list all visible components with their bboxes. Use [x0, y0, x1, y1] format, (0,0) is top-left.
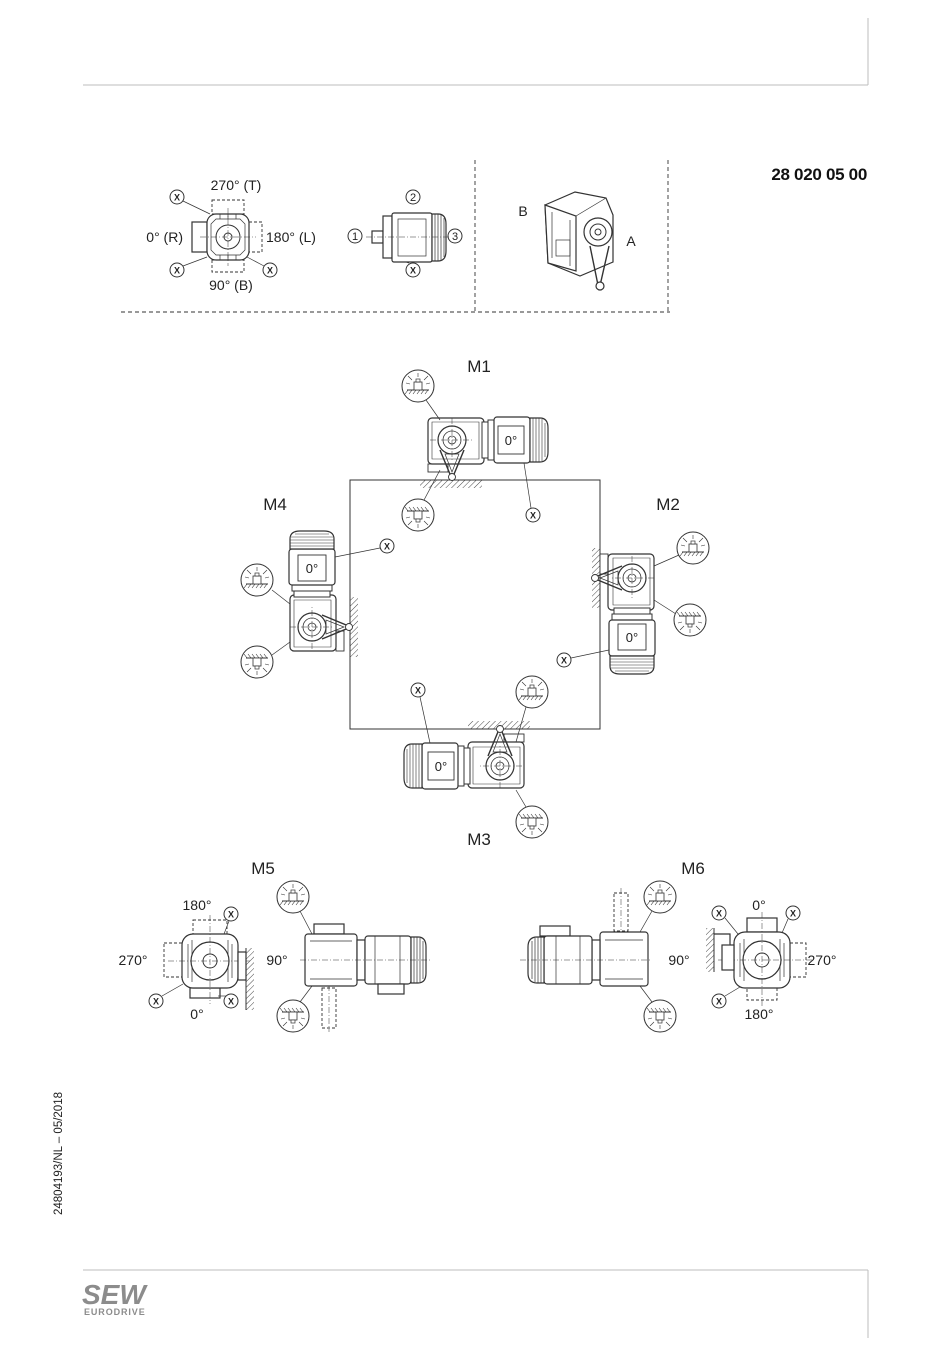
- breather-valve-icon: [241, 564, 273, 596]
- breather-valve-icon: [241, 646, 273, 678]
- mounting-position-m1: 0° M1 X: [402, 357, 548, 531]
- x-marker: X: [380, 539, 394, 553]
- gear-unit-drawing: [290, 591, 353, 651]
- mounting-position-label-m5: M5: [251, 859, 275, 878]
- terminal-box-angle: 0°: [306, 561, 318, 576]
- svg-text:3: 3: [452, 231, 458, 243]
- x-marker: X: [170, 263, 184, 277]
- svg-text:X: X: [174, 266, 180, 276]
- svg-text:X: X: [561, 656, 567, 666]
- svg-text:1: 1: [352, 231, 358, 243]
- m5-angle-left: 270°: [119, 952, 148, 968]
- x-marker: X: [170, 190, 184, 204]
- shaft-position-legend: B A: [518, 192, 636, 290]
- mounting-position-label-m3: M3: [467, 830, 491, 849]
- gear-unit-drawing: [592, 554, 655, 614]
- legend-section: 270° (T) 0° (R) 180° (L) 90° (B) X X X 1…: [121, 160, 670, 312]
- svg-text:2: 2: [410, 192, 416, 204]
- logo-subline: EURODRIVE: [84, 1307, 146, 1317]
- x-marker: X: [712, 994, 726, 1008]
- svg-text:X: X: [384, 542, 390, 552]
- mounting-position-m6: M6: [520, 859, 836, 1032]
- m5-angle-bottom: 0°: [190, 1006, 203, 1022]
- cable-entry-position-1: 1: [348, 229, 362, 243]
- m5-angle-top: 180°: [183, 897, 212, 913]
- footer-rule: [83, 1270, 868, 1338]
- svg-text:X: X: [716, 997, 722, 1007]
- gear-unit-drawing: [428, 418, 488, 481]
- m5-side-view: [300, 924, 432, 1032]
- m5-end-view: [164, 915, 254, 1010]
- m6-angle-bottom: 180°: [745, 1006, 774, 1022]
- logo-brand: SEW: [82, 1279, 148, 1310]
- mounting-position-m3: 0° M3 X: [404, 676, 548, 849]
- svg-text:X: X: [790, 909, 796, 919]
- mounting-position-label-m6: M6: [681, 859, 705, 878]
- x-marker: X: [149, 994, 163, 1008]
- mounting-position-m4: 0° M4 X: [241, 495, 394, 678]
- x-marker: X: [411, 683, 425, 697]
- svg-text:X: X: [716, 909, 722, 919]
- shaft-position-a: A: [626, 233, 636, 249]
- svg-text:X: X: [228, 910, 234, 920]
- breather-valve-icon: [644, 881, 676, 913]
- terminal-box-angle: 0°: [626, 630, 638, 645]
- mounting-positions-diagram: 0° M1 X 0° M2 X 0°: [241, 357, 709, 849]
- mounting-position-label-m1: M1: [467, 357, 491, 376]
- cable-entry-position-2: 2: [406, 190, 420, 204]
- breather-valve-icon: [677, 532, 709, 564]
- m6-angle-top: 0°: [752, 897, 765, 913]
- x-marker: X: [712, 906, 726, 920]
- sew-eurodrive-logo: SEW EURODRIVE: [82, 1279, 148, 1317]
- svg-text:X: X: [153, 997, 159, 1007]
- x-marker: X: [406, 263, 420, 277]
- terminal-box-position-bottom: 90° (B): [209, 277, 253, 293]
- m6-angle-right: 270°: [808, 952, 837, 968]
- terminal-box-position-legend: 270° (T) 0° (R) 180° (L) 90° (B) X X X: [146, 177, 316, 293]
- header-rule: [83, 18, 868, 85]
- mounting-surface-square: [350, 480, 600, 729]
- m6-end-view: [706, 912, 812, 1006]
- breather-valve-icon: [516, 676, 548, 708]
- mounting-position-m5: M5 X X X 180° 270° 90° 0°: [119, 859, 432, 1032]
- x-marker: X: [557, 653, 571, 667]
- terminal-box-angle: 0°: [435, 759, 447, 774]
- m6-side-view: [520, 888, 652, 986]
- terminal-box-position-right: 180° (L): [266, 229, 316, 245]
- gear-unit-drawing: [464, 726, 524, 789]
- breather-valve-icon: [516, 806, 548, 838]
- svg-text:X: X: [410, 266, 416, 276]
- terminal-box-angle: 0°: [505, 433, 517, 448]
- svg-text:X: X: [228, 997, 234, 1007]
- document-number: 28 020 05 00: [771, 165, 867, 184]
- x-marker: X: [224, 994, 238, 1008]
- motor-drawing: [488, 417, 548, 463]
- terminal-box-position-left: 0° (R): [146, 229, 183, 245]
- breather-valve-icon: [402, 370, 434, 402]
- breather-valve-icon: [674, 604, 706, 636]
- breather-valve-icon: [277, 881, 309, 913]
- document-reference: 24804193/NL – 05/2018: [53, 1092, 65, 1215]
- mounting-position-label-m2: M2: [656, 495, 680, 514]
- terminal-box-position-top: 270° (T): [211, 177, 262, 193]
- cable-entry-position-3: 3: [448, 229, 462, 243]
- breather-valve-icon: [402, 499, 434, 531]
- m6-angle-left: 90°: [668, 952, 689, 968]
- svg-text:X: X: [530, 511, 536, 521]
- breather-valve-icon: [644, 1000, 676, 1032]
- svg-text:X: X: [415, 686, 421, 696]
- m5-angle-right: 90°: [266, 952, 287, 968]
- x-marker: X: [786, 906, 800, 920]
- x-marker: X: [526, 508, 540, 522]
- svg-text:X: X: [174, 193, 180, 203]
- svg-text:X: X: [267, 266, 273, 276]
- shaft-position-b: B: [518, 203, 527, 219]
- cable-entry-position-legend: 1 2 3 X: [348, 190, 462, 277]
- x-marker: X: [224, 907, 238, 921]
- mounting-position-m2: 0° M2 X: [557, 495, 709, 674]
- breather-valve-icon: [277, 1000, 309, 1032]
- mounting-position-label-m4: M4: [263, 495, 287, 514]
- x-marker: X: [263, 263, 277, 277]
